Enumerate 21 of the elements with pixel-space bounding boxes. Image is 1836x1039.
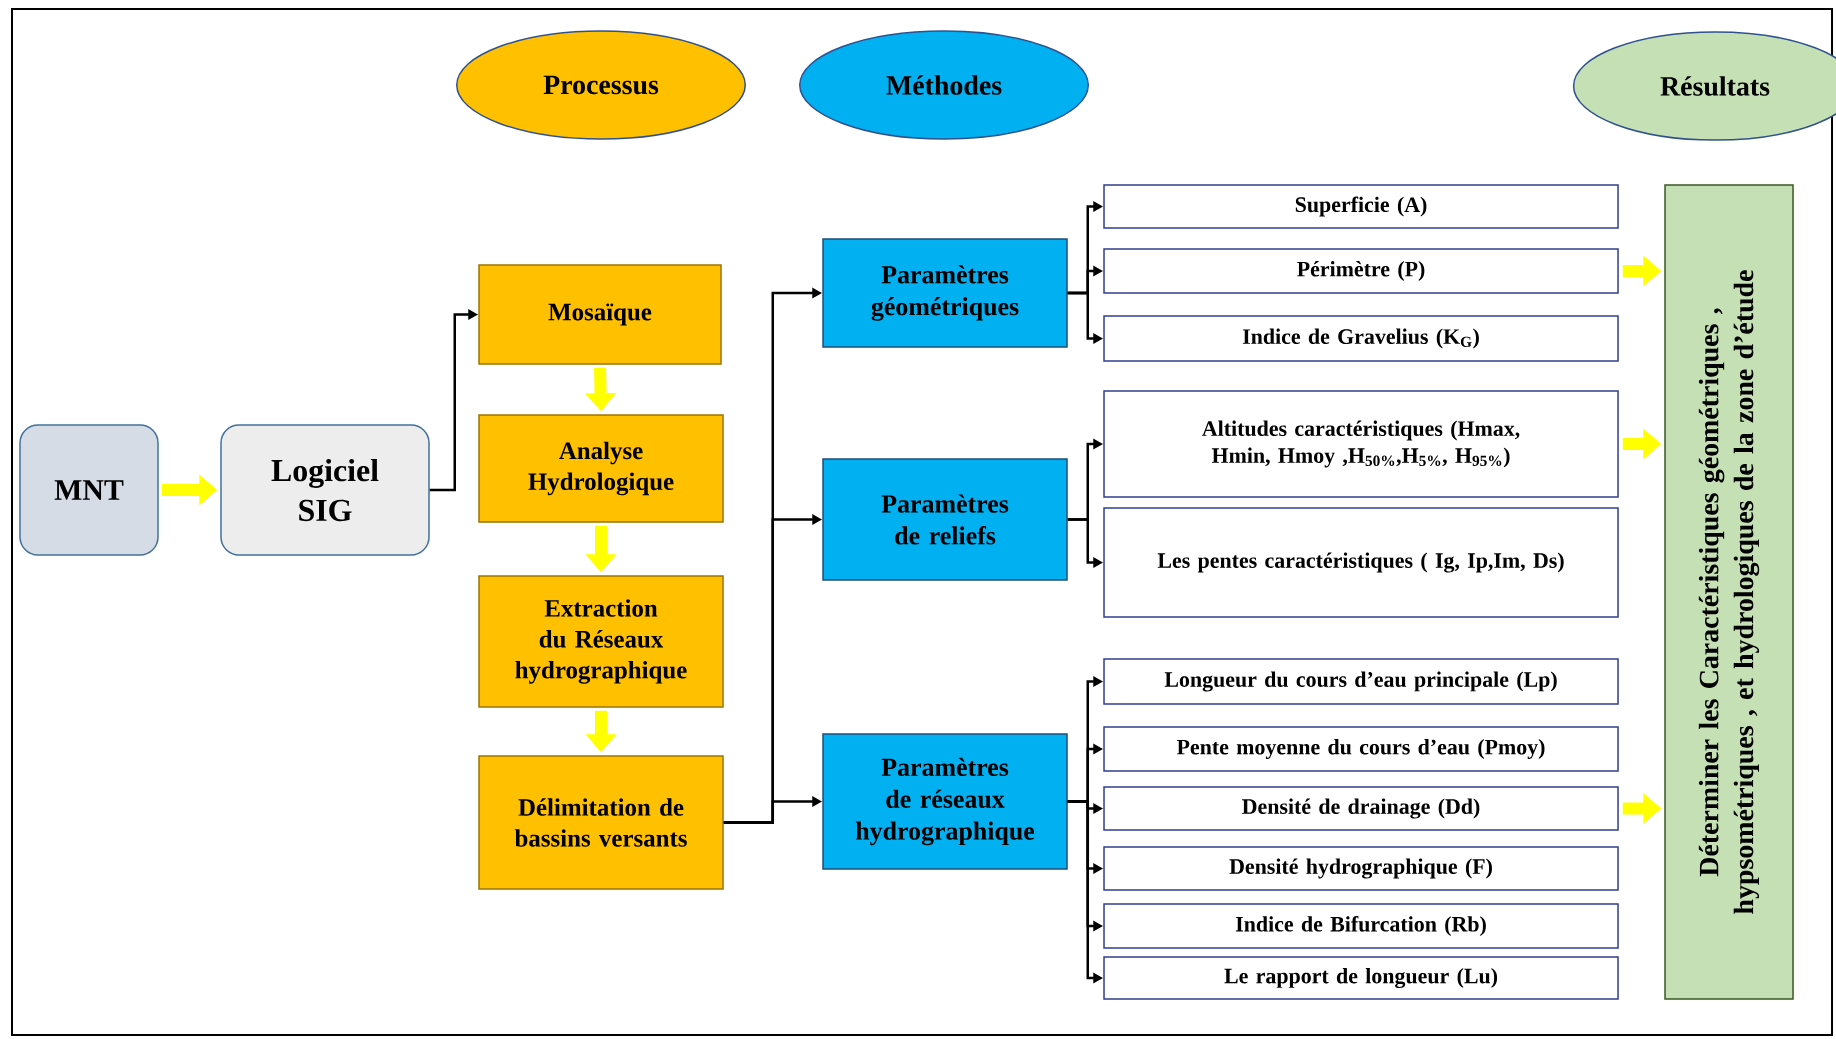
method-box: Paramètres géométriques: [822, 238, 1068, 348]
process-box: Délimitation de bassins versants: [478, 755, 724, 890]
parameter-box: Indice de Bifurcation (Rb): [1103, 903, 1619, 949]
parameter-box: Périmètre (P): [1103, 248, 1619, 294]
parameter-box: Densité hydrographique (F): [1103, 846, 1619, 891]
parameter-box: Altitudes caractéristiques (Hmax, Hmin, Hmoy ,H$_{50%}$,H$_{5%}$, H$_{95%}$): [1103, 390, 1619, 498]
method-box: Paramètres de reliefs: [822, 458, 1068, 581]
input-box: MNT: [19, 424, 159, 556]
process-box: Analyse Hydrologique: [478, 414, 724, 523]
parameter-box: Le rapport de longueur (Lu): [1103, 956, 1619, 1000]
result-box: Déterminer les Caractéristiques géométriques , hypsométriques , et hydrologiques de la zone d’étude: [1664, 184, 1794, 1000]
parameter-box: Pente moyenne du cours d’eau (Pmoy): [1103, 726, 1619, 772]
parameter-box: Indice de Gravelius (K$_{G}$): [1103, 315, 1619, 362]
method-box: Paramètres de réseaux hydrographique: [822, 733, 1068, 870]
parameter-box: Les pentes caractéristiques ( Ig, Ip,Im, Ds): [1103, 507, 1619, 618]
parameter-box: Longueur du cours d’eau principale (Lp): [1103, 658, 1619, 705]
process-box: Mosaïque: [478, 264, 722, 365]
process-box: Extraction du Réseaux hydrographique: [478, 575, 724, 708]
parameter-box: Superficie (A): [1103, 184, 1619, 229]
parameter-box: Densité de drainage (Dd): [1103, 786, 1619, 831]
software-box: Logiciel SIG: [220, 424, 430, 556]
